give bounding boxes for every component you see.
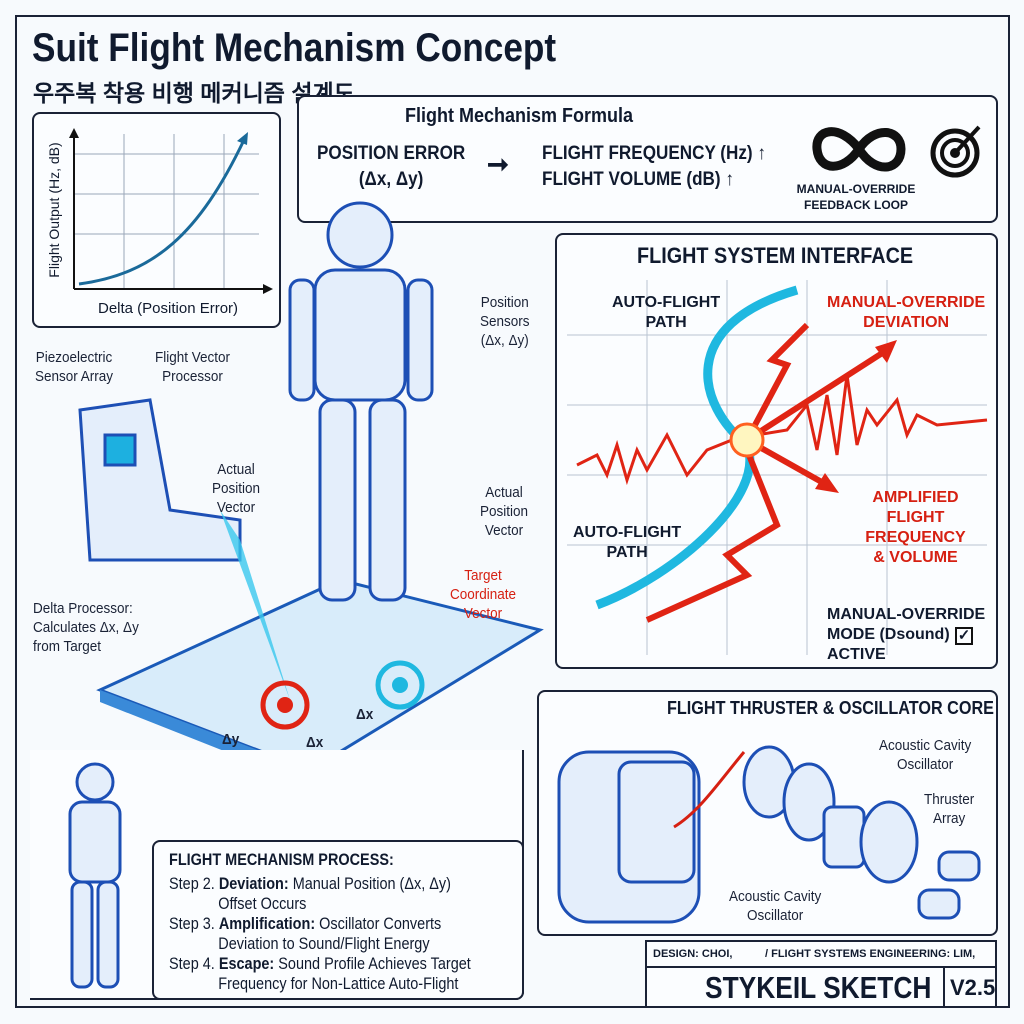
graph-x-label: Delta (Position Error) [98, 300, 239, 317]
interface-title: FLIGHT SYSTEM INTERFACE [637, 243, 914, 268]
astronaut-body [288, 201, 434, 602]
loop-label-line2: FEEDBACK LOOP [803, 198, 908, 212]
formula-panel: Flight Mechanism Formula POSITION ERROR … [297, 95, 998, 223]
process-step: Step 3. Amplification: Oscillator Conver… [169, 914, 442, 953]
credits-box: DESIGN: CHOI, / FLIGHT SYSTEMS ENGINEERI… [645, 940, 997, 1008]
output-graph-panel: Flight Output (Hz, dB) Delta (Position E… [32, 112, 281, 328]
label-dx-2: Δx [306, 734, 324, 751]
actual-target-marker [260, 680, 310, 730]
process-steps: Step 2. Deviation: Manual Position (Δx, … [169, 874, 471, 994]
thruster-title: FLIGHT THRUSTER & OSCILLATOR CORE [667, 698, 994, 718]
formula-output-frequency: FLIGHT FREQUENCY (Hz) ↑ [542, 143, 766, 164]
output-curve [78, 139, 246, 286]
target-icon [930, 125, 981, 178]
label-dy: Δy [222, 731, 240, 748]
process-step: Step 4. Escape: Sound Profile Achieves T… [169, 954, 471, 993]
interface-graphic [567, 280, 988, 655]
formula-input-line1: POSITION ERROR [317, 143, 466, 164]
process-heading: FLIGHT MECHANISM PROCESS: [169, 850, 394, 869]
formula-output-volume: FLIGHT VOLUME (dB) ↑ [542, 169, 734, 190]
feedback-loop-label: MANUAL-OVERRIDE FEEDBACK LOOP [791, 181, 921, 213]
deviation-arrow [744, 322, 810, 442]
version: V2.5 [950, 975, 996, 1000]
mode-active-checkbox[interactable]: ✓ [955, 627, 973, 645]
manual-signal [576, 374, 988, 486]
boot [78, 398, 242, 562]
label-dx-1: Δx [356, 706, 374, 723]
target-marker [375, 660, 425, 710]
loop-label-line1: MANUAL-OVERRIDE [796, 182, 916, 196]
process-text-box: FLIGHT MECHANISM PROCESS: Step 2. Deviat… [152, 840, 524, 1000]
credit-design: DESIGN: CHOI, [653, 948, 733, 960]
small-astronaut-illustration [68, 762, 122, 989]
brand-name: STYKEIL SKETCH [705, 970, 932, 1005]
infinity-loop-icon [812, 127, 906, 172]
process-step: Step 2. Deviation: Manual Position (Δx, … [169, 874, 451, 913]
page-title: Suit Flight Mechanism Concept [32, 26, 557, 70]
formula-heading: Flight Mechanism Formula [405, 105, 634, 127]
arrow-right-icon: ➞ [487, 149, 509, 179]
output-curve-chart [69, 128, 273, 294]
thruster-graphic [557, 745, 981, 924]
formula-outputs: FLIGHT FREQUENCY (Hz) ↑ FLIGHT VOLUME (d… [542, 141, 766, 193]
outer-frame [15, 15, 1010, 1008]
credit-engineering: / FLIGHT SYSTEMS ENGINEERING: LIM, [765, 948, 976, 960]
formula-input: POSITION ERROR (Δx, Δy) [317, 141, 465, 193]
formula-input-line2: (Δx, Δy) [358, 169, 424, 190]
thruster-panel: FLIGHT THRUSTER & OSCILLATOR CORE Acoust… [537, 690, 998, 936]
